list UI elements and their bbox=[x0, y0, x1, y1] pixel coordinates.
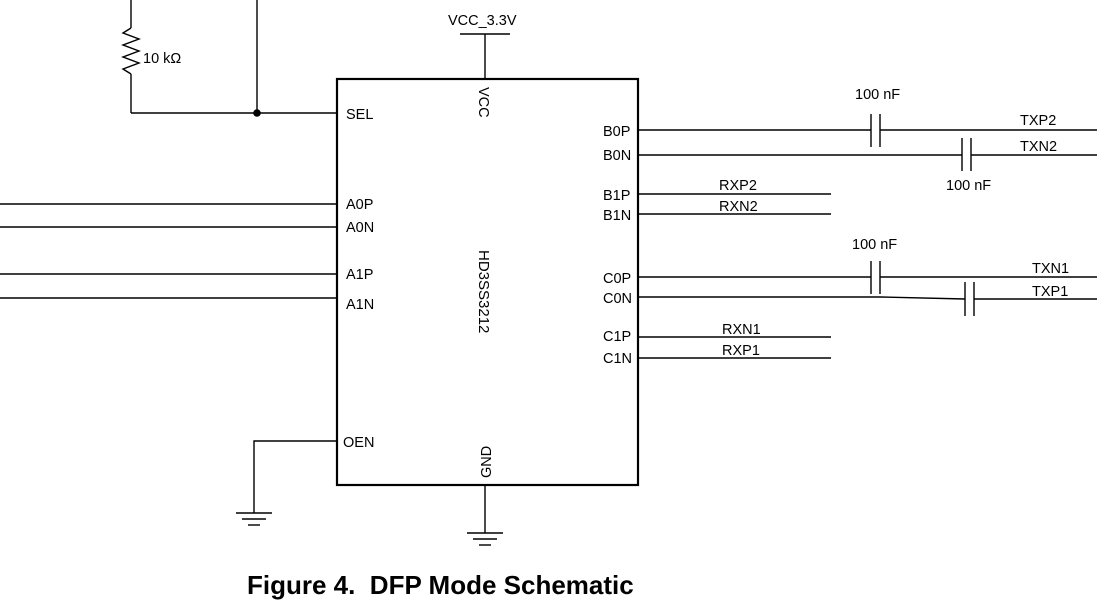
capacitor-2-label: 100 nF bbox=[946, 178, 991, 194]
net-rxp2: RXP2 bbox=[719, 178, 757, 194]
junction-dot bbox=[253, 109, 261, 117]
pin-b1n: B1N bbox=[603, 208, 631, 224]
pin-c0n: C0N bbox=[603, 291, 632, 307]
chip-body bbox=[335, 77, 640, 487]
pin-b1p: B1P bbox=[603, 188, 630, 204]
resistor-symbol bbox=[121, 27, 141, 75]
oen-wire bbox=[253, 440, 337, 513]
capacitor-2-symbol bbox=[961, 138, 972, 171]
gnd-ground-icon bbox=[467, 532, 503, 546]
net-rxn1: RXN1 bbox=[722, 322, 761, 338]
pin-a0p: A0P bbox=[346, 197, 373, 213]
c0n-wire bbox=[638, 296, 966, 300]
net-txn2: TXN2 bbox=[1020, 139, 1057, 155]
capacitor-3-symbol bbox=[870, 261, 881, 294]
pin-b0p: B0P bbox=[603, 124, 630, 140]
pin-c1p: C1P bbox=[603, 329, 631, 345]
net-txp1: TXP1 bbox=[1032, 284, 1068, 300]
capacitor-3-label: 100 nF bbox=[852, 237, 897, 253]
pin-b0n: B0N bbox=[603, 148, 631, 164]
pin-c1n: C1N bbox=[603, 351, 632, 367]
chip-name: HD3SS3212 bbox=[475, 250, 492, 333]
net-txn1: TXN1 bbox=[1032, 261, 1069, 277]
pin-oen: OEN bbox=[343, 435, 374, 451]
net-txp2: TXP2 bbox=[1020, 113, 1056, 129]
capacitor-4-symbol bbox=[964, 282, 975, 316]
pin-sel: SEL bbox=[346, 107, 373, 123]
pin-gnd: GND bbox=[479, 446, 495, 478]
power-label: VCC_3.3V bbox=[448, 13, 517, 29]
net-rxp1: RXP1 bbox=[722, 343, 760, 359]
oen-ground-icon bbox=[236, 512, 272, 526]
pin-a1n: A1N bbox=[346, 297, 374, 313]
pin-a1p: A1P bbox=[346, 267, 373, 283]
pin-c0p: C0P bbox=[603, 271, 631, 287]
figure-caption: Figure 4. DFP Mode Schematic bbox=[247, 570, 634, 600]
resistor-label: 10 kΩ bbox=[143, 51, 181, 67]
capacitor-1-label: 100 nF bbox=[855, 87, 900, 103]
pin-a0n: A0N bbox=[346, 220, 374, 236]
net-rxn2: RXN2 bbox=[719, 199, 758, 215]
pin-vcc: VCC bbox=[475, 87, 491, 118]
capacitor-1-symbol bbox=[870, 114, 881, 147]
